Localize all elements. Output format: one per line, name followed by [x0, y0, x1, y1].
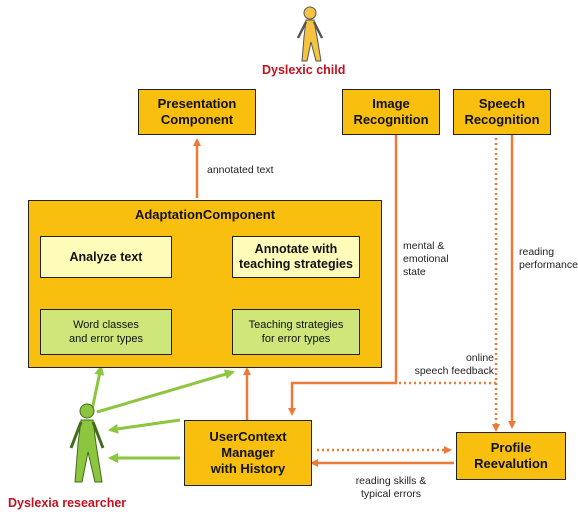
dyslexia-researcher-label: Dyslexia researcher — [8, 496, 127, 510]
usercontext-manager: UserContext Manager with History — [184, 420, 312, 486]
green-arrow-usercontext-to-researcher — [108, 418, 181, 434]
teaching-strategies-for-error-types: Teaching strategies for error types — [232, 309, 360, 355]
speech-recognition: Speech Recognition — [453, 89, 551, 135]
dyslexic-child-label: Dyslexic child — [262, 63, 346, 77]
word-classes-and-error-types: Word classes and error types — [40, 309, 172, 355]
label-online-speech-feedback: online speech feedback — [414, 352, 494, 377]
presentation-component: Presentation Component — [138, 89, 256, 135]
adaptation-component-title: AdaptationComponent — [134, 207, 276, 222]
green-arrow-to-wordclasses — [90, 365, 105, 411]
profile-reevaluation: Profile Reevalution — [456, 432, 566, 480]
dyslexia-researcher-figure — [69, 403, 105, 483]
dyslexic-child-figure — [296, 6, 324, 62]
analyze-text: Analyze text — [40, 236, 172, 278]
arrow-mental-state — [288, 133, 398, 416]
label-mental-state: mental & emotional state — [403, 240, 449, 278]
label-reading-performance: reading performance — [519, 246, 578, 271]
label-annotated-text: annotated text — [207, 164, 274, 176]
image-recognition: Image Recognition — [342, 89, 440, 135]
annotate-with-teaching-strategies: Annotate with teaching strategies — [232, 236, 360, 278]
green-arrow-to-strategies — [96, 369, 235, 414]
label-reading-skills: reading skills & typical errors — [355, 475, 427, 500]
